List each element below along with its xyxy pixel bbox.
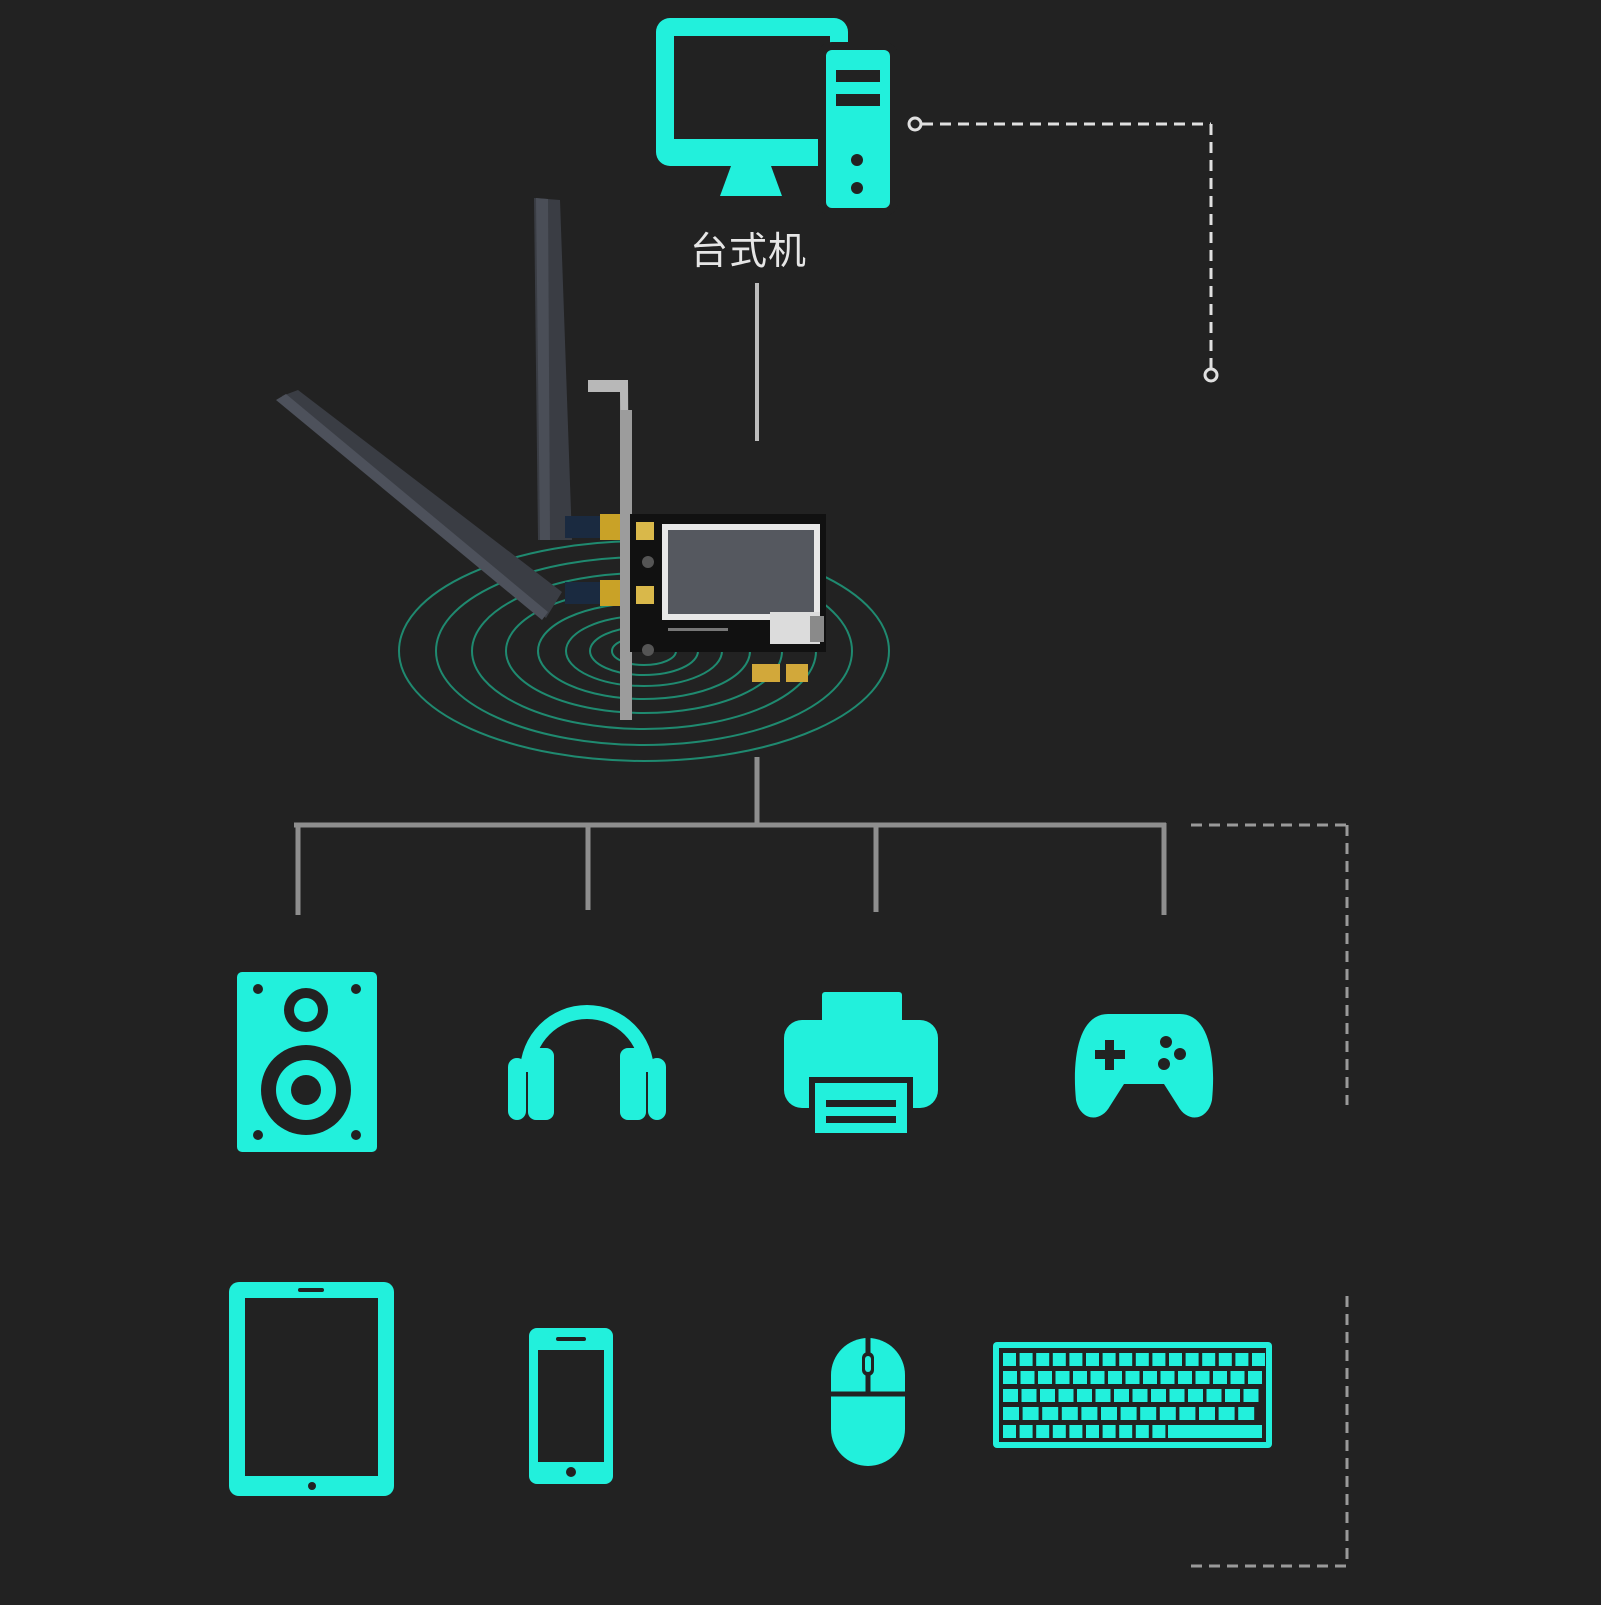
dashed-bracket-row-2 <box>1191 1296 1349 1568</box>
dashed-connector-top <box>907 116 1219 383</box>
headphones-icon <box>508 1005 666 1120</box>
desktop-computer-icon <box>656 18 898 216</box>
smartphone-icon <box>529 1328 613 1484</box>
speaker-icon <box>237 972 377 1152</box>
gamepad-icon <box>1074 1014 1214 1118</box>
printer-icon <box>784 992 938 1139</box>
keyboard-icon <box>993 1342 1272 1448</box>
desktop-label: 台式机 <box>690 229 808 273</box>
tablet-icon <box>229 1282 394 1496</box>
dashed-bracket-row-1 <box>1191 823 1349 1105</box>
device-tree-connector <box>294 757 1167 915</box>
mouse-icon <box>831 1338 905 1466</box>
pcie-wifi-bluetooth-card <box>276 198 890 762</box>
